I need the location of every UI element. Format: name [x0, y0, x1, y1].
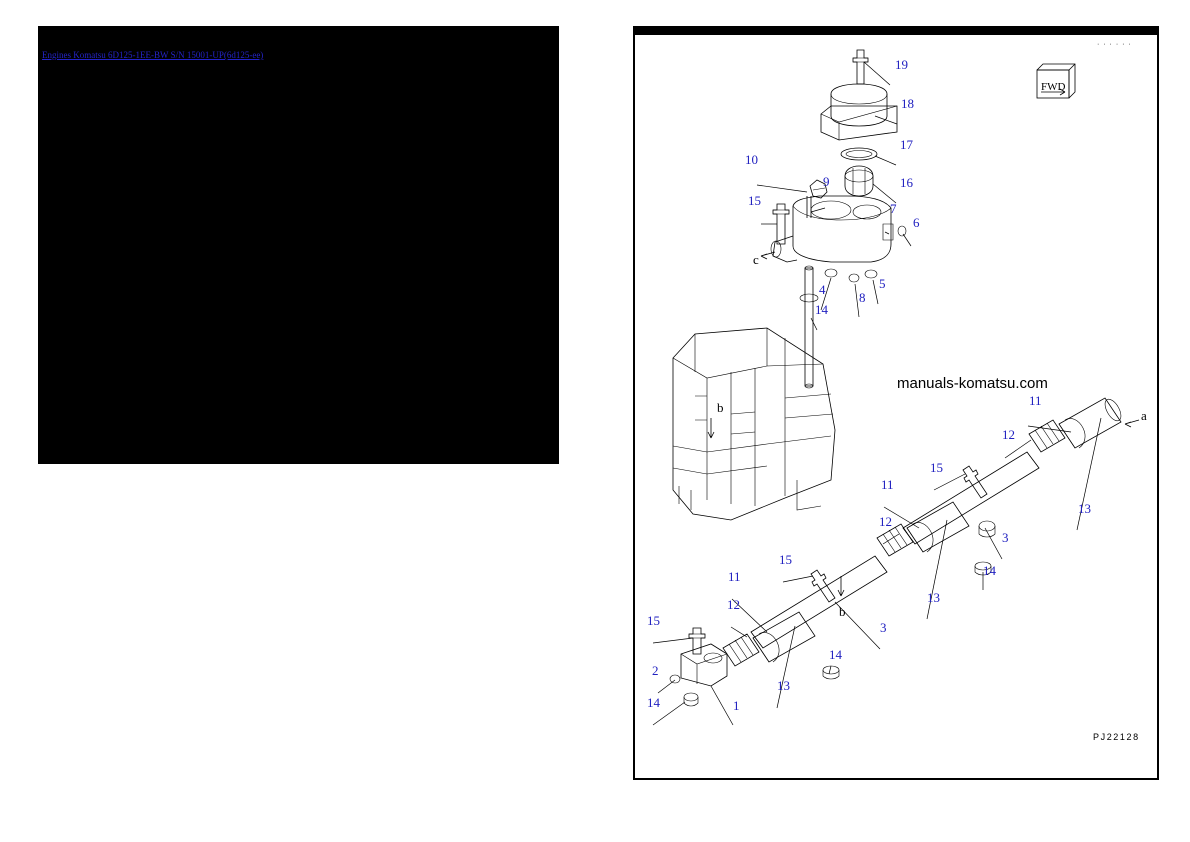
svg-text:19: 19 [895, 57, 908, 72]
svg-text:b: b [717, 400, 724, 415]
top-right-code: · · · · · · [1097, 41, 1132, 48]
svg-text:14: 14 [829, 647, 843, 662]
fwd-indicator: FWD [1036, 63, 1076, 99]
diagram-canvas: FWD [635, 28, 1157, 778]
left-black-panel [38, 26, 559, 464]
svg-text:16: 16 [900, 175, 914, 190]
section-markers: c b a b [707, 251, 1147, 619]
svg-text:14: 14 [983, 563, 997, 578]
svg-text:7: 7 [890, 201, 897, 216]
svg-text:15: 15 [647, 613, 660, 628]
parts-diagram-panel: FWD [633, 26, 1159, 780]
svg-text:11: 11 [881, 477, 894, 492]
svg-text:2: 2 [652, 663, 659, 678]
svg-text:17: 17 [900, 137, 914, 152]
svg-text:5: 5 [879, 276, 886, 291]
svg-text:18: 18 [901, 96, 914, 111]
svg-text:9: 9 [823, 174, 830, 189]
svg-text:3: 3 [880, 620, 887, 635]
diagram-top-bar [635, 28, 1157, 35]
callout-numbers: 19 18 17 16 10 9 15 7 6 4 8 5 14 11 12 1… [647, 57, 1091, 713]
svg-text:b: b [839, 604, 846, 619]
svg-text:8: 8 [859, 290, 866, 305]
svg-text:13: 13 [1078, 501, 1091, 516]
document-title-link[interactable]: Engines Komatsu 6D125-1EE-BW S/N 15001-U… [42, 50, 264, 60]
svg-text:FWD: FWD [1041, 81, 1066, 93]
svg-text:14: 14 [647, 695, 661, 710]
svg-text:3: 3 [1002, 530, 1009, 545]
pipe-assembly-lower [669, 501, 970, 707]
svg-text:11: 11 [728, 569, 741, 584]
engine-block-group [672, 327, 836, 521]
valve-cover-group [820, 49, 898, 197]
svg-text:13: 13 [777, 678, 790, 693]
svg-text:13: 13 [927, 590, 940, 605]
svg-text:11: 11 [1029, 393, 1042, 408]
svg-text:6: 6 [913, 215, 920, 230]
leader-lines [652, 61, 1102, 726]
svg-text:15: 15 [748, 193, 761, 208]
watermark-text: manuals-komatsu.com [897, 375, 1048, 392]
svg-text:15: 15 [779, 552, 792, 567]
svg-text:12: 12 [727, 597, 740, 612]
svg-text:a: a [1141, 408, 1147, 423]
svg-text:4: 4 [819, 282, 826, 297]
svg-text:12: 12 [879, 514, 892, 529]
pipe-assembly-upper [902, 397, 1122, 576]
thermostat-housing-group [770, 179, 907, 389]
svg-text:10: 10 [745, 152, 758, 167]
svg-text:12: 12 [1002, 427, 1015, 442]
svg-text:1: 1 [733, 698, 740, 713]
drawing-code: PJ22128 [1093, 732, 1140, 742]
svg-text:15: 15 [930, 460, 943, 475]
svg-text:14: 14 [815, 302, 829, 317]
svg-text:c: c [753, 252, 759, 267]
